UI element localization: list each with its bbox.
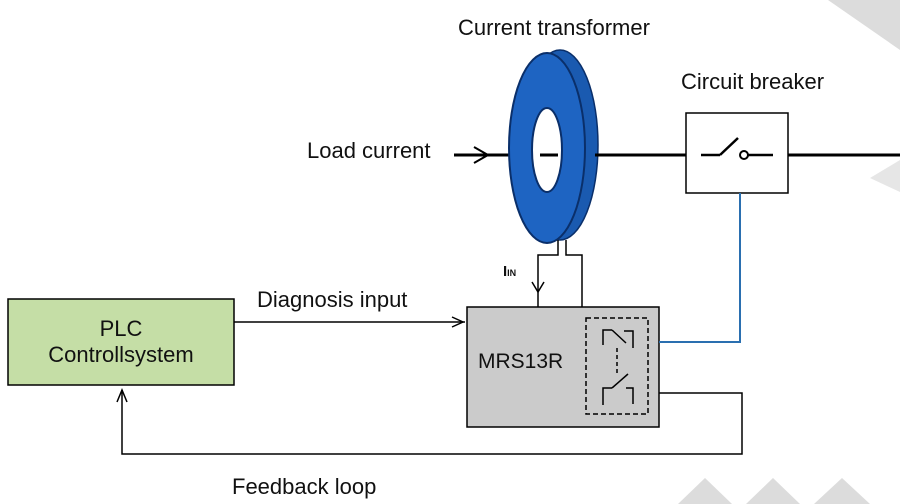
current-symbol-subscript: IN xyxy=(507,268,517,278)
plc-label-line1: PLC xyxy=(99,316,143,341)
decor-triangle-1 xyxy=(678,478,732,504)
plc-box xyxy=(7,298,235,386)
device-label: MRS13R xyxy=(478,350,564,373)
load-current-arrow xyxy=(473,146,491,164)
current-symbol-main: I xyxy=(503,263,508,280)
feedback-loop-arrow xyxy=(116,388,128,403)
decor-triangle-3 xyxy=(814,478,870,504)
plc-label: PLC Controllsystem xyxy=(8,316,234,368)
mrs13r-device-box xyxy=(466,306,660,428)
decor-corner-top-right xyxy=(828,0,900,50)
circuit-breaker-label: Circuit breaker xyxy=(681,69,825,94)
load-current-label: Load current xyxy=(307,138,431,163)
diagnosis-input-label: Diagnosis input xyxy=(257,287,408,312)
feedback-loop-line xyxy=(121,390,743,455)
plc-label-line2: Controllsystem xyxy=(48,342,194,367)
current-symbol: IIN xyxy=(503,263,516,280)
breaker-trip-signal xyxy=(659,193,741,343)
decor-corner-right-middle xyxy=(870,160,900,192)
circuit-breaker-box xyxy=(685,112,789,194)
decor-triangle-2 xyxy=(746,478,800,504)
feedback-loop-label: Feedback loop xyxy=(232,474,377,499)
current-transformer-icon xyxy=(508,49,599,244)
diagnosis-input-arrow xyxy=(451,316,465,328)
transformer-leads xyxy=(531,240,583,307)
relay-contacts-icon xyxy=(585,317,649,415)
current-transformer-label: Current transformer xyxy=(458,15,650,40)
